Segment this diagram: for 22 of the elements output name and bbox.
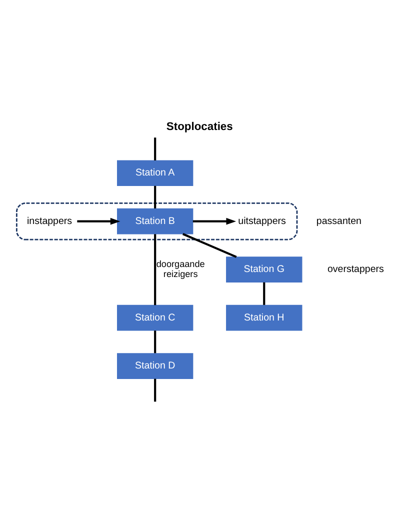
node-box: Station H xyxy=(226,304,302,330)
connector xyxy=(154,330,156,353)
arrow xyxy=(77,217,120,224)
node-box: Station G xyxy=(226,256,302,282)
edge-label: doorgaande reizigers xyxy=(156,258,205,278)
node-box: Station C xyxy=(117,304,194,330)
connector xyxy=(182,232,237,258)
cluster xyxy=(16,202,298,240)
label: overstappers xyxy=(327,264,384,275)
node-box: Station D xyxy=(117,352,194,378)
label: passanten xyxy=(316,215,362,226)
connector xyxy=(263,282,266,304)
connector xyxy=(154,234,156,305)
connector xyxy=(154,185,156,208)
diagram-title: Stoplocaties xyxy=(166,120,233,132)
arrow xyxy=(192,217,236,224)
node-text: uitstappers xyxy=(238,215,286,226)
node-box: Station A xyxy=(117,160,194,186)
node-box: Station B xyxy=(117,208,194,234)
node-text: instappers xyxy=(27,215,72,226)
connector xyxy=(154,137,156,160)
connector xyxy=(154,378,156,402)
